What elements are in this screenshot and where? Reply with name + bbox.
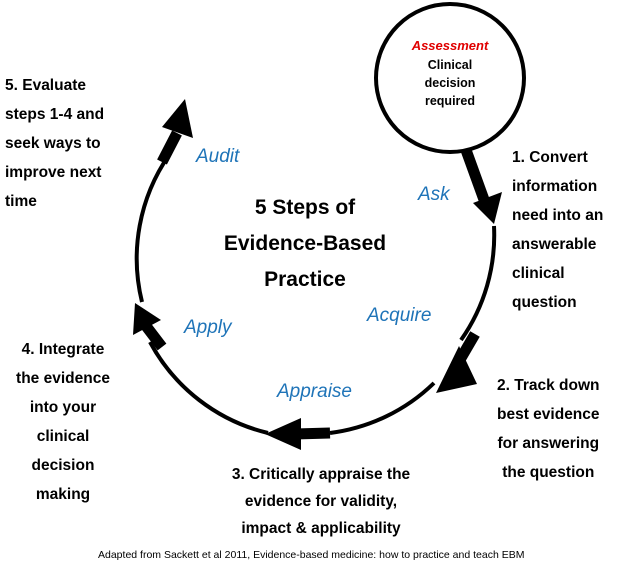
phase-acquire: Acquire <box>367 305 432 326</box>
phase-apply: Apply <box>184 317 232 338</box>
step-2-line: best evidence <box>497 406 600 423</box>
step-1-line: question <box>512 294 577 311</box>
step-1-line: need into an <box>512 207 604 224</box>
step-1-line: information <box>512 178 598 195</box>
step-2-line: the question <box>502 464 595 481</box>
phase-ask: Ask <box>418 184 450 205</box>
assessment-line-3: required <box>424 94 475 108</box>
step-4-line: the evidence <box>16 370 110 387</box>
title-line-1: 5 Steps of <box>254 196 356 219</box>
title-line-3: Practice <box>264 268 346 291</box>
step-1-line: answerable <box>512 236 597 253</box>
step-1-line: clinical <box>512 265 565 282</box>
step-1-text: 1. Convert information need into an answ… <box>512 143 603 317</box>
step-3-line: 3. Critically appraise the <box>231 466 411 483</box>
step-2-line: 2. Track down <box>497 377 600 394</box>
step-4-line: decision <box>31 457 95 474</box>
step-3-line: evidence for validity, <box>244 493 398 510</box>
step-5-line: seek ways to <box>5 135 101 152</box>
arrow-ask <box>460 148 502 224</box>
step-5-line: 5. Evaluate <box>5 77 86 94</box>
cycle-arc-bottom-left <box>148 341 269 435</box>
step-1-line: 1. Convert <box>512 149 588 166</box>
assessment-line-2: decision <box>424 76 476 90</box>
source-citation: Adapted from Sackett et al 2011, Evidenc… <box>98 549 525 561</box>
arrow-acquire <box>436 331 480 393</box>
step-5-line: improve next <box>5 164 102 181</box>
phase-appraise: Appraise <box>277 381 352 402</box>
step-5-line: steps 1-4 and <box>5 106 105 123</box>
arrow-apply <box>133 303 167 351</box>
phase-audit: Audit <box>196 146 240 167</box>
step-4-line: 4. Integrate <box>21 341 105 358</box>
title-line-2: Evidence-Based <box>223 232 387 255</box>
step-2-line: for answering <box>497 435 600 452</box>
cycle-arc-bottom-right <box>329 381 436 435</box>
step-5-line: time <box>5 193 37 210</box>
assessment-line-1: Clinical <box>427 58 473 72</box>
arrow-audit <box>157 99 193 165</box>
assessment-label: Assessment <box>411 38 489 53</box>
step-3-line: impact & applicability <box>241 520 401 537</box>
step-4-line: making <box>35 486 91 503</box>
step-2-text: 2. Track down best evidence for answerin… <box>497 371 600 487</box>
assessment-circle <box>374 2 526 154</box>
arrow-appraise <box>265 418 331 450</box>
assessment-node: Assessment Clinical decision required <box>392 36 508 110</box>
step-5-text: 5. Evaluate steps 1-4 and seek ways to i… <box>5 71 104 216</box>
step-3-text: 3. Critically appraise the evidence for … <box>205 461 437 542</box>
step-4-text: 4. Integrate the evidence into your clin… <box>4 335 122 509</box>
step-4-line: clinical <box>36 428 90 445</box>
step-4-line: into your <box>29 399 97 416</box>
cycle-arc-left <box>134 153 171 303</box>
diagram-title: 5 Steps of Evidence-Based Practice <box>205 190 405 298</box>
cycle-arc-right <box>459 225 497 342</box>
